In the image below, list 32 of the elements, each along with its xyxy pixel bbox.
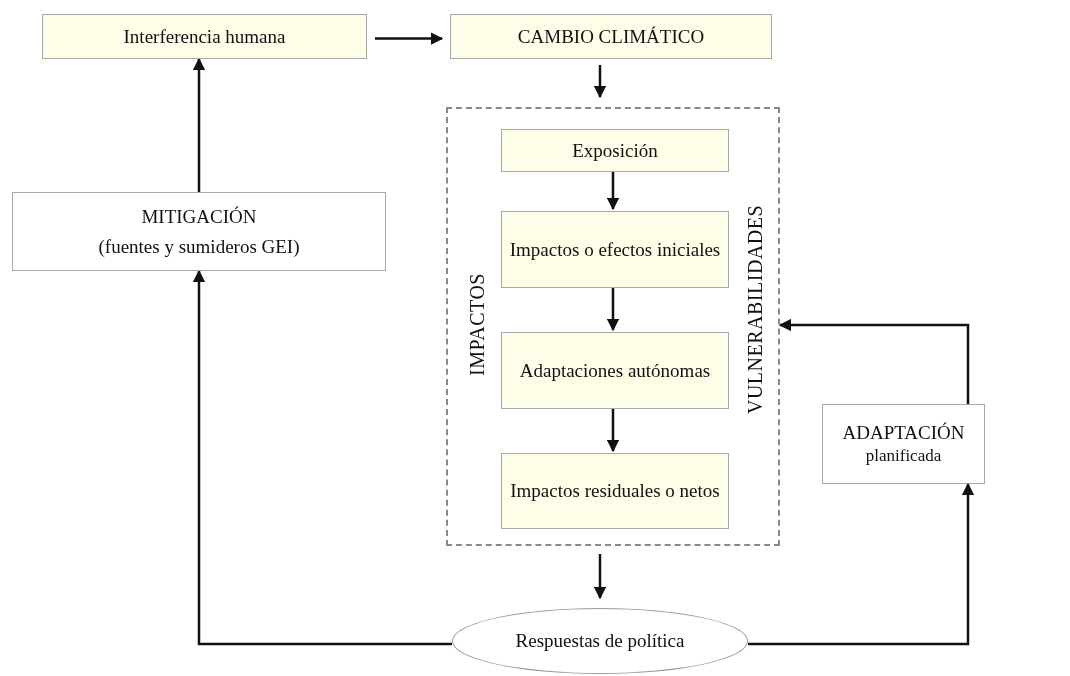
node-sublabel: (fuentes y sumideros GEI) [98, 234, 300, 259]
arrow [593, 554, 607, 600]
process-box [822, 404, 985, 484]
node-label: CAMBIO CLIMÁTICO [517, 24, 705, 49]
node-label: Respuestas de política [515, 629, 685, 654]
arrow [192, 57, 206, 192]
process-box [12, 192, 386, 271]
node-label: MITIGACIÓN [141, 204, 257, 229]
node-label: Adaptaciones autónomas [519, 358, 711, 383]
node-label: ADAPTACIÓN [842, 420, 965, 445]
vertical-label: IMPACTOS [464, 272, 489, 376]
process-box [501, 129, 729, 172]
process-box [501, 211, 729, 288]
arrow [606, 286, 620, 332]
process-box [42, 14, 367, 59]
arrow [778, 318, 970, 404]
node-label: Interferencia humana [123, 24, 286, 49]
arrow [606, 407, 620, 453]
node-label: Impactos o efectos iniciales [509, 237, 721, 262]
node-label: Exposición [572, 138, 658, 163]
arrow [192, 269, 452, 646]
arrow [748, 482, 975, 646]
node-sublabel: planificada [865, 445, 942, 468]
process-box [501, 332, 729, 409]
arrow [606, 170, 620, 211]
dashed-group-box [446, 107, 780, 546]
arrow [375, 32, 444, 45]
process-box [501, 453, 729, 529]
process-box [450, 14, 772, 59]
arrow [593, 65, 607, 99]
vertical-label: VULNERABILIDADES [742, 204, 767, 414]
node-label: Impactos residuales o netos [510, 479, 720, 504]
